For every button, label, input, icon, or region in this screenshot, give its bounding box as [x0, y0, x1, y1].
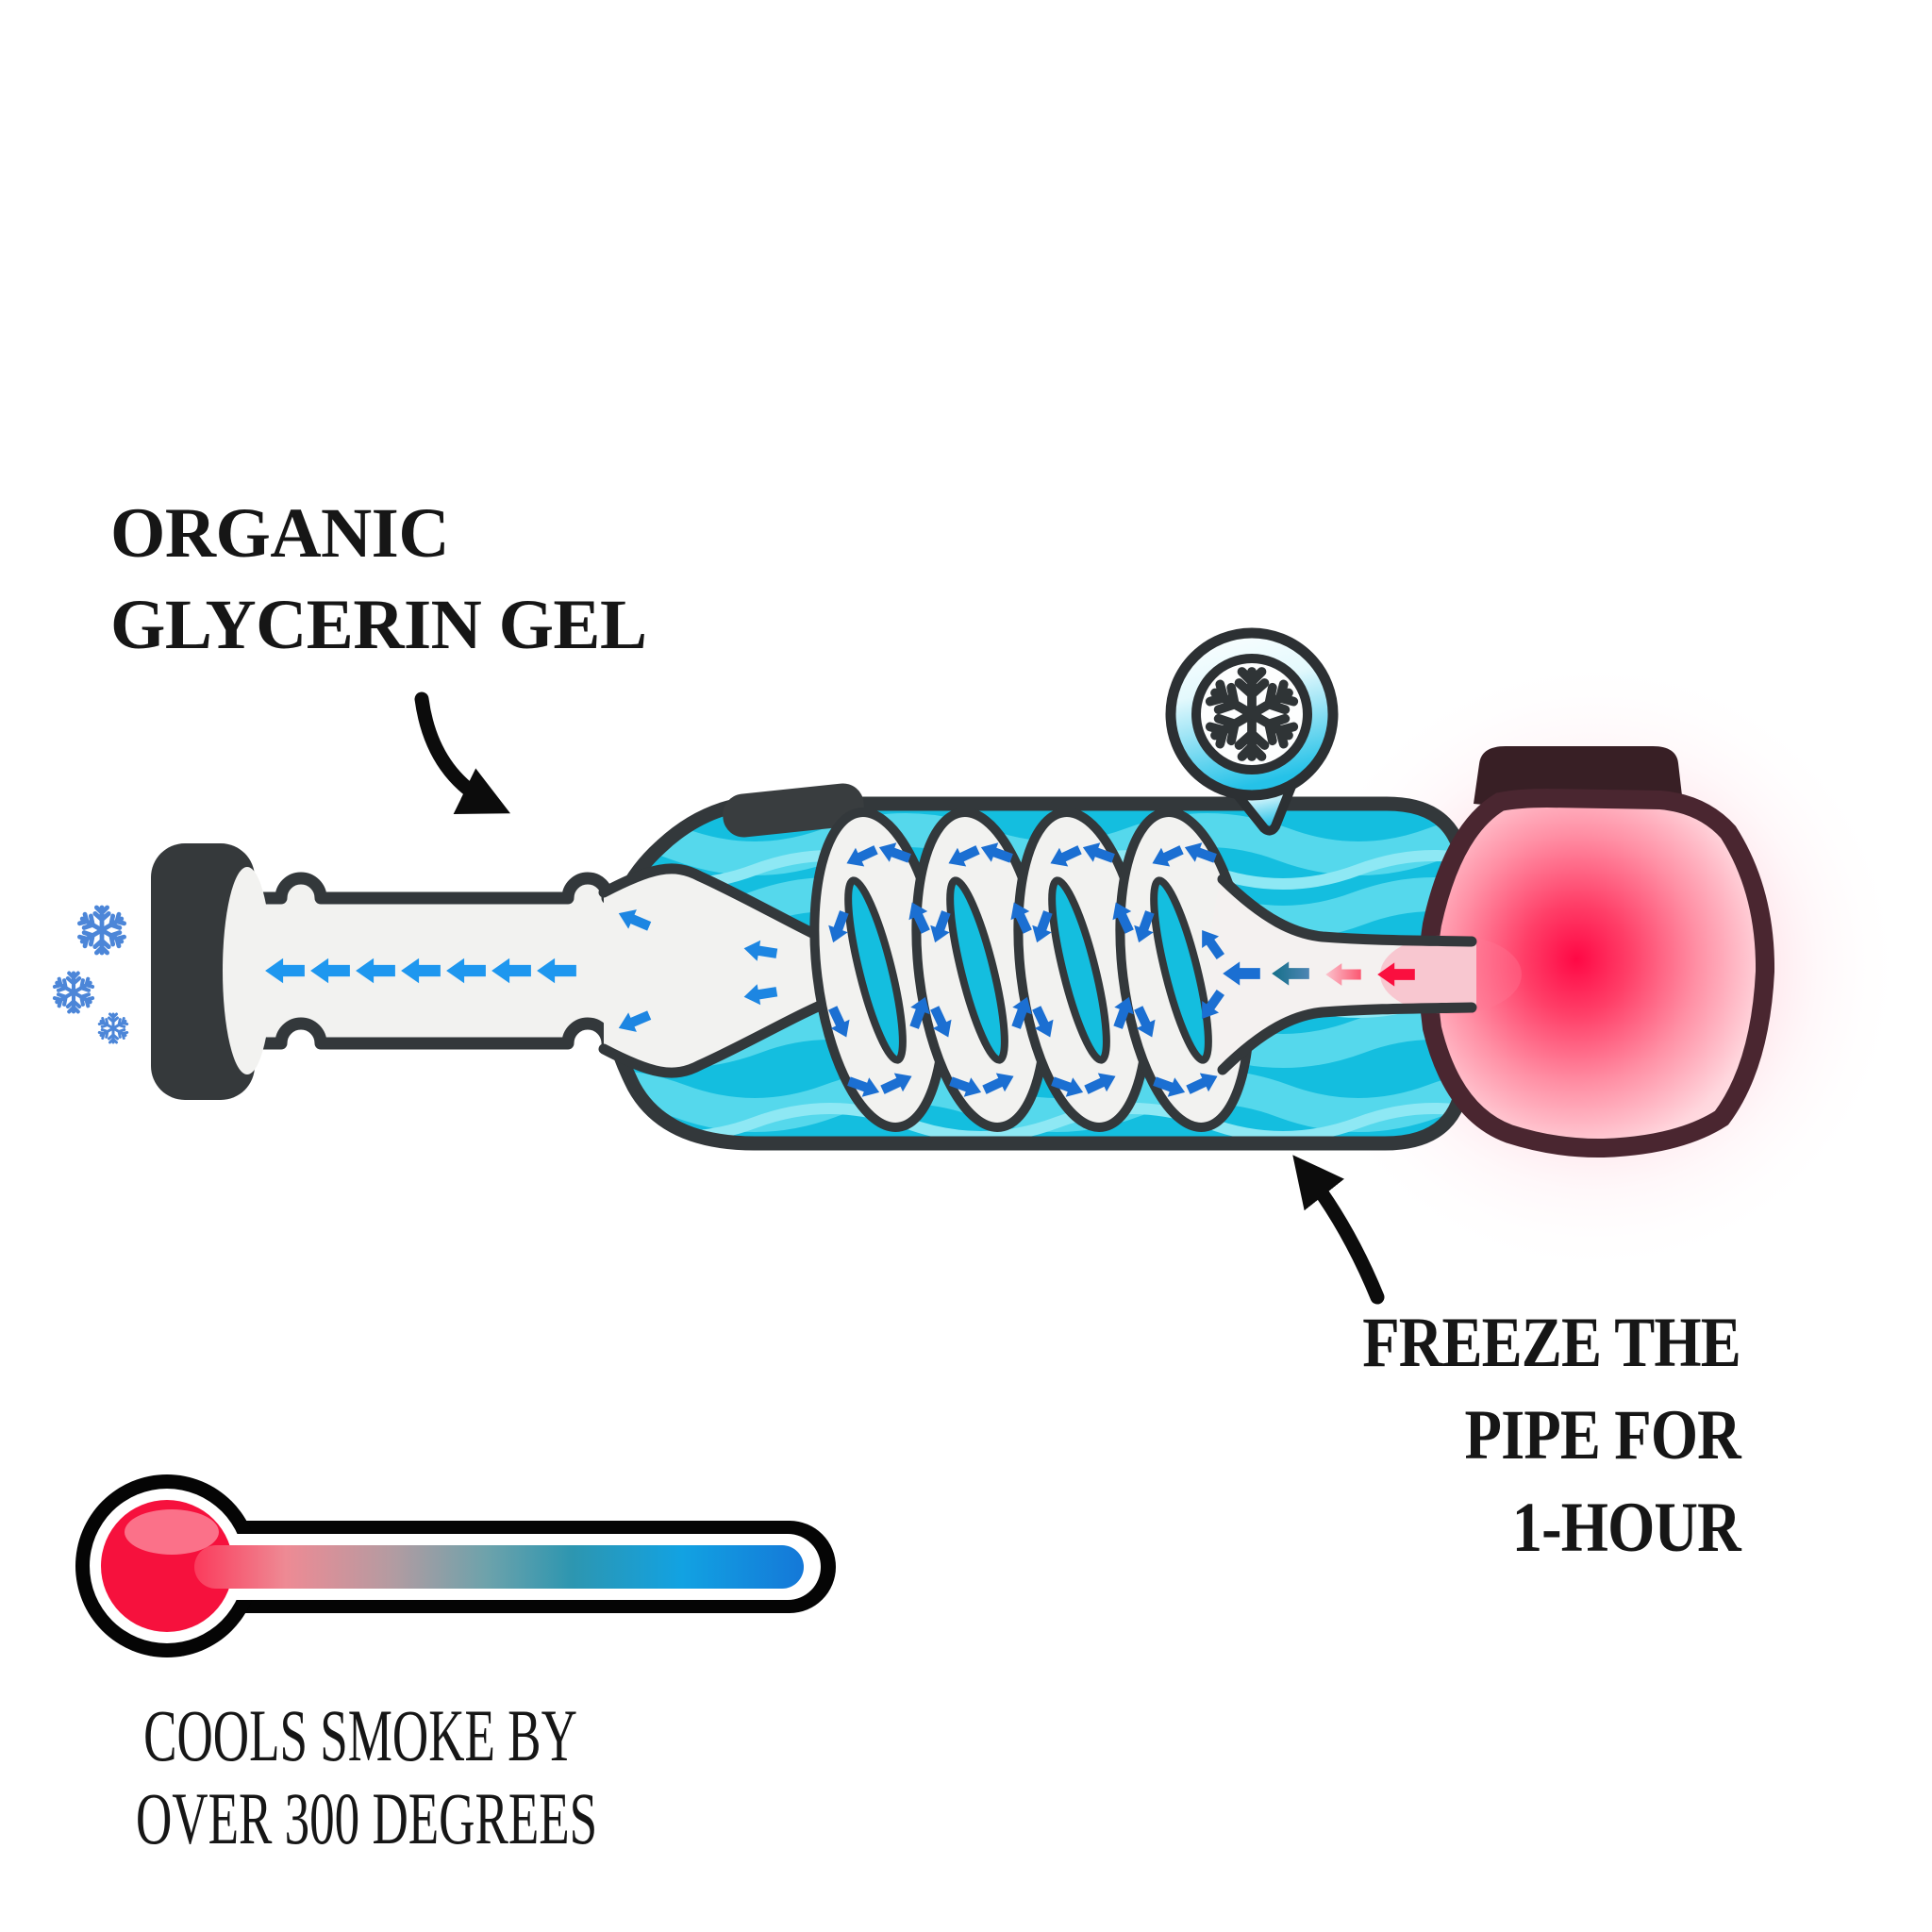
- bowl-inlet-channel: [1193, 874, 1522, 1075]
- arrow-to-glycerin: [414, 691, 511, 814]
- frost-snowflakes: [54, 908, 127, 1042]
- cools-smoke-line1: COOLS SMOKE BY: [143, 1694, 577, 1776]
- snowflake-icon: [54, 974, 92, 1012]
- cools-smoke-label: COOLS SMOKE BY OVER 300 DEGREES: [136, 1694, 598, 1860]
- carb-tab: [723, 783, 864, 838]
- snowflake-icon: [99, 1014, 127, 1042]
- freeze-badge: [1165, 627, 1339, 836]
- thermometer-tube: [194, 1545, 804, 1589]
- snowflake-icon: [79, 908, 125, 953]
- freeze-pipe-line2: PIPE FOR: [1464, 1396, 1741, 1474]
- thermometer-icon: [75, 1474, 836, 1657]
- freeze-pipe-line3: 1-HOUR: [1511, 1489, 1741, 1567]
- pipe-stem: [231, 872, 637, 1050]
- annotation-arrows: [414, 691, 1385, 1305]
- arrow-to-freeze: [1292, 1155, 1385, 1305]
- mouthpiece-cap: [151, 843, 272, 1100]
- smoke-funnel: [598, 863, 843, 1078]
- freeze-pipe-label: FREEZE THE PIPE FOR 1-HOUR: [1362, 1297, 1740, 1574]
- freeze-pipe-line1: FREEZE THE: [1362, 1304, 1740, 1382]
- organic-glycerin-line2: GLYCERIN GEL: [110, 586, 647, 664]
- glycerin-coil: [809, 808, 1255, 1132]
- organic-glycerin-label: ORGANIC GLYCERIN GEL: [110, 488, 647, 671]
- cools-smoke-line2: OVER 300 DEGREES: [136, 1777, 598, 1859]
- organic-glycerin-line1: ORGANIC: [110, 494, 450, 573]
